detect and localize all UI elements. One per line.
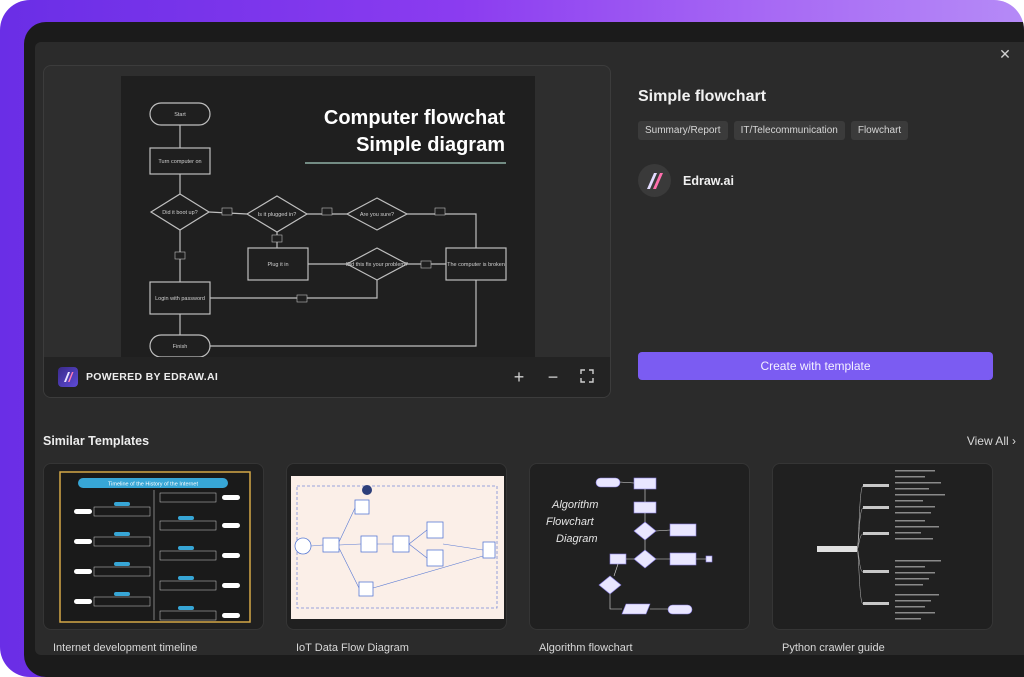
preview-toolbar: POWERED BY EDRAW.AI + − [44,357,610,397]
powered-by-label: POWERED BY EDRAW.AI [86,371,219,383]
author: Edraw.ai [638,164,994,197]
template-thumbnail: Algorithm Flowchart Diagram [529,463,750,630]
thumb-title: Diagram [556,533,598,545]
template-card-label: IoT Data Flow Diagram [296,642,409,654]
template-thumbnail: Timeline of the History of the Internet [43,463,264,630]
tag[interactable]: Summary/Report [638,121,728,140]
node-label: Start [174,112,186,118]
canvas-title-1: Computer flowchat [324,107,505,129]
template-card-label: Python crawler guide [782,642,885,654]
node-label: Did it boot up? [162,210,197,216]
node-label: Did this fix your problem? [346,262,408,268]
minus-icon[interactable]: − [547,366,559,387]
thumb-title: Flowchart [546,516,595,528]
create-with-template-button[interactable]: Create with template [638,352,993,380]
edraw-logo-icon [58,367,78,387]
fullscreen-icon[interactable] [578,367,596,388]
node-label: Is it plugged in? [258,212,297,218]
avatar [638,164,671,197]
plus-icon[interactable]: + [513,366,525,387]
tag[interactable]: Flowchart [850,121,909,140]
view-all-label: View All [966,434,1009,448]
template-dialog: ✕ [35,42,1024,655]
chevron-right-icon: › [1012,434,1016,448]
node-label: The computer is broken [447,262,505,268]
thumb-title: Timeline of the History of the Internet [108,482,198,488]
template-title: Simple flowchart [638,88,767,105]
canvas-title-2: Simple diagram [356,134,505,156]
similar-template-list: Timeline of the History of the Internet [43,463,993,654]
view-all-link[interactable]: View All › [967,434,1016,448]
thumb-title: Algorithm [551,499,598,511]
tag[interactable]: IT/Telecommunication [733,121,845,140]
node-sure [345,197,409,231]
author-name: Edraw.ai [683,173,734,188]
close-icon[interactable]: ✕ [999,46,1011,62]
preview-canvas[interactable]: Start Turn computer on Did it boot up? I… [121,76,535,358]
template-card[interactable]: Timeline of the History of the Internet [43,463,264,654]
template-card[interactable]: IoT Data Flow Diagram [286,463,507,654]
template-info: Simple flowchart Summary/Report IT/Telec… [638,88,994,197]
template-preview: Start Turn computer on Did it boot up? I… [43,65,611,398]
node-label: Plug it in [267,262,288,268]
node-label: Login with password [155,296,205,302]
node-label: Turn computer on [158,159,201,165]
template-thumbnail [286,463,507,630]
template-card-label: Internet development timeline [53,642,198,654]
node-label: Are you sure? [360,212,394,218]
node-label: Finish [173,344,188,350]
edraw-logo-icon [646,172,663,189]
flowchart-diagram: Start Turn computer on Did it boot up? I… [149,102,507,358]
similar-templates-heading: Similar Templates [43,434,150,448]
template-thumbnail [772,463,993,630]
tag-list: Summary/Report IT/Telecommunication Flow… [638,121,994,140]
template-card[interactable]: Algorithm Flowchart Diagram [529,463,750,654]
app-window: ✕ [24,22,1024,677]
template-card[interactable]: Python crawler guide [772,463,993,654]
template-card-label: Algorithm flowchart [539,642,633,654]
